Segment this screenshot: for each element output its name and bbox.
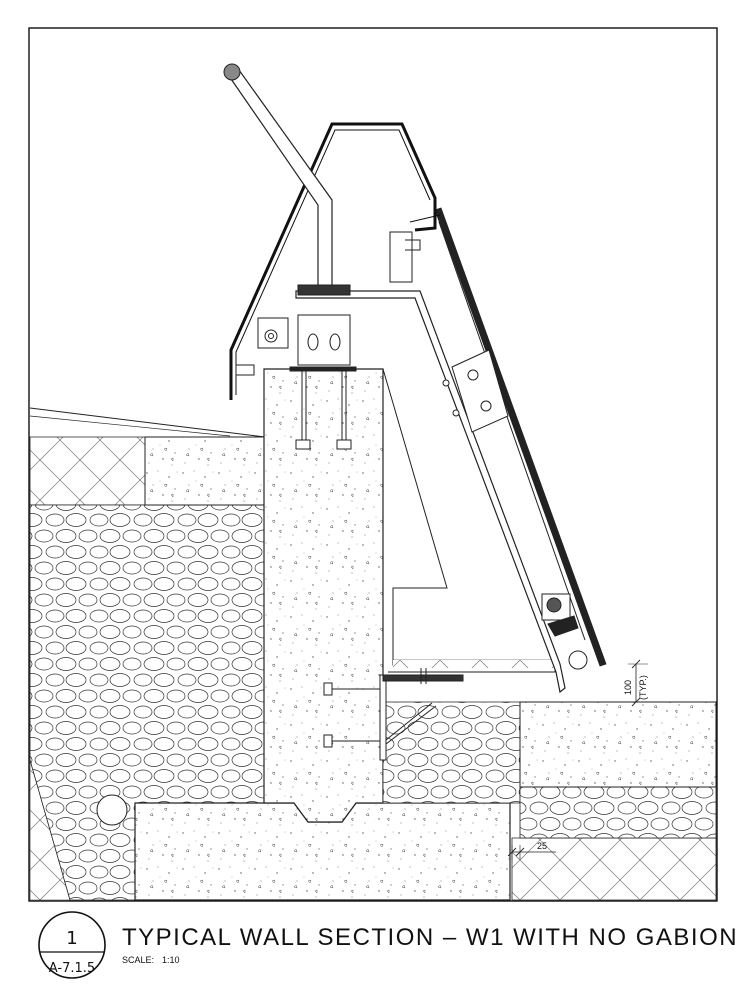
- handrail-post: [228, 69, 333, 290]
- support-bracket: [323, 668, 464, 761]
- dimension-step-height-note: (TYP.): [638, 675, 648, 700]
- scale-label: SCALE:: [122, 955, 154, 965]
- stone-backfill-right: [382, 701, 521, 804]
- post-base-plate: [235, 284, 351, 376]
- detail-callout-circle: [38, 911, 106, 979]
- concrete-slab-left: [144, 436, 265, 506]
- drawing-frame: [28, 27, 718, 902]
- drawing-title: TYPICAL WALL SECTION – W1 WITH NO GABION: [122, 924, 738, 951]
- stone-base-right: [519, 786, 717, 839]
- dimension-step-height-value: 100: [623, 680, 633, 695]
- sheet-reference: A-7.1.5: [49, 961, 95, 976]
- dimension-offset: 25: [507, 841, 556, 860]
- detail-number: 1: [66, 928, 77, 949]
- anchor-bolts-top: [289, 366, 357, 450]
- native-soil-left: [29, 436, 146, 506]
- drainage-pipe: [96, 794, 128, 826]
- scale-value: 1:10: [162, 955, 180, 965]
- dimension-offset-value: 25: [537, 841, 547, 851]
- top-cap-outline: [229, 122, 437, 400]
- handrail-knob: [223, 63, 241, 81]
- slope-surface: [29, 407, 266, 438]
- dimension-step-height: 100 (TYP.): [623, 659, 648, 707]
- title-block: 1 A-7.1.5 TYPICAL WALL SECTION – W1 WITH…: [38, 911, 738, 979]
- cladding-connection-plate: [442, 349, 509, 433]
- sloped-cladding-panel: [434, 207, 607, 667]
- cladding-base-bracket: [541, 593, 588, 670]
- concrete-pavement-right: [519, 701, 717, 788]
- concrete-stem-wall: [263, 368, 384, 823]
